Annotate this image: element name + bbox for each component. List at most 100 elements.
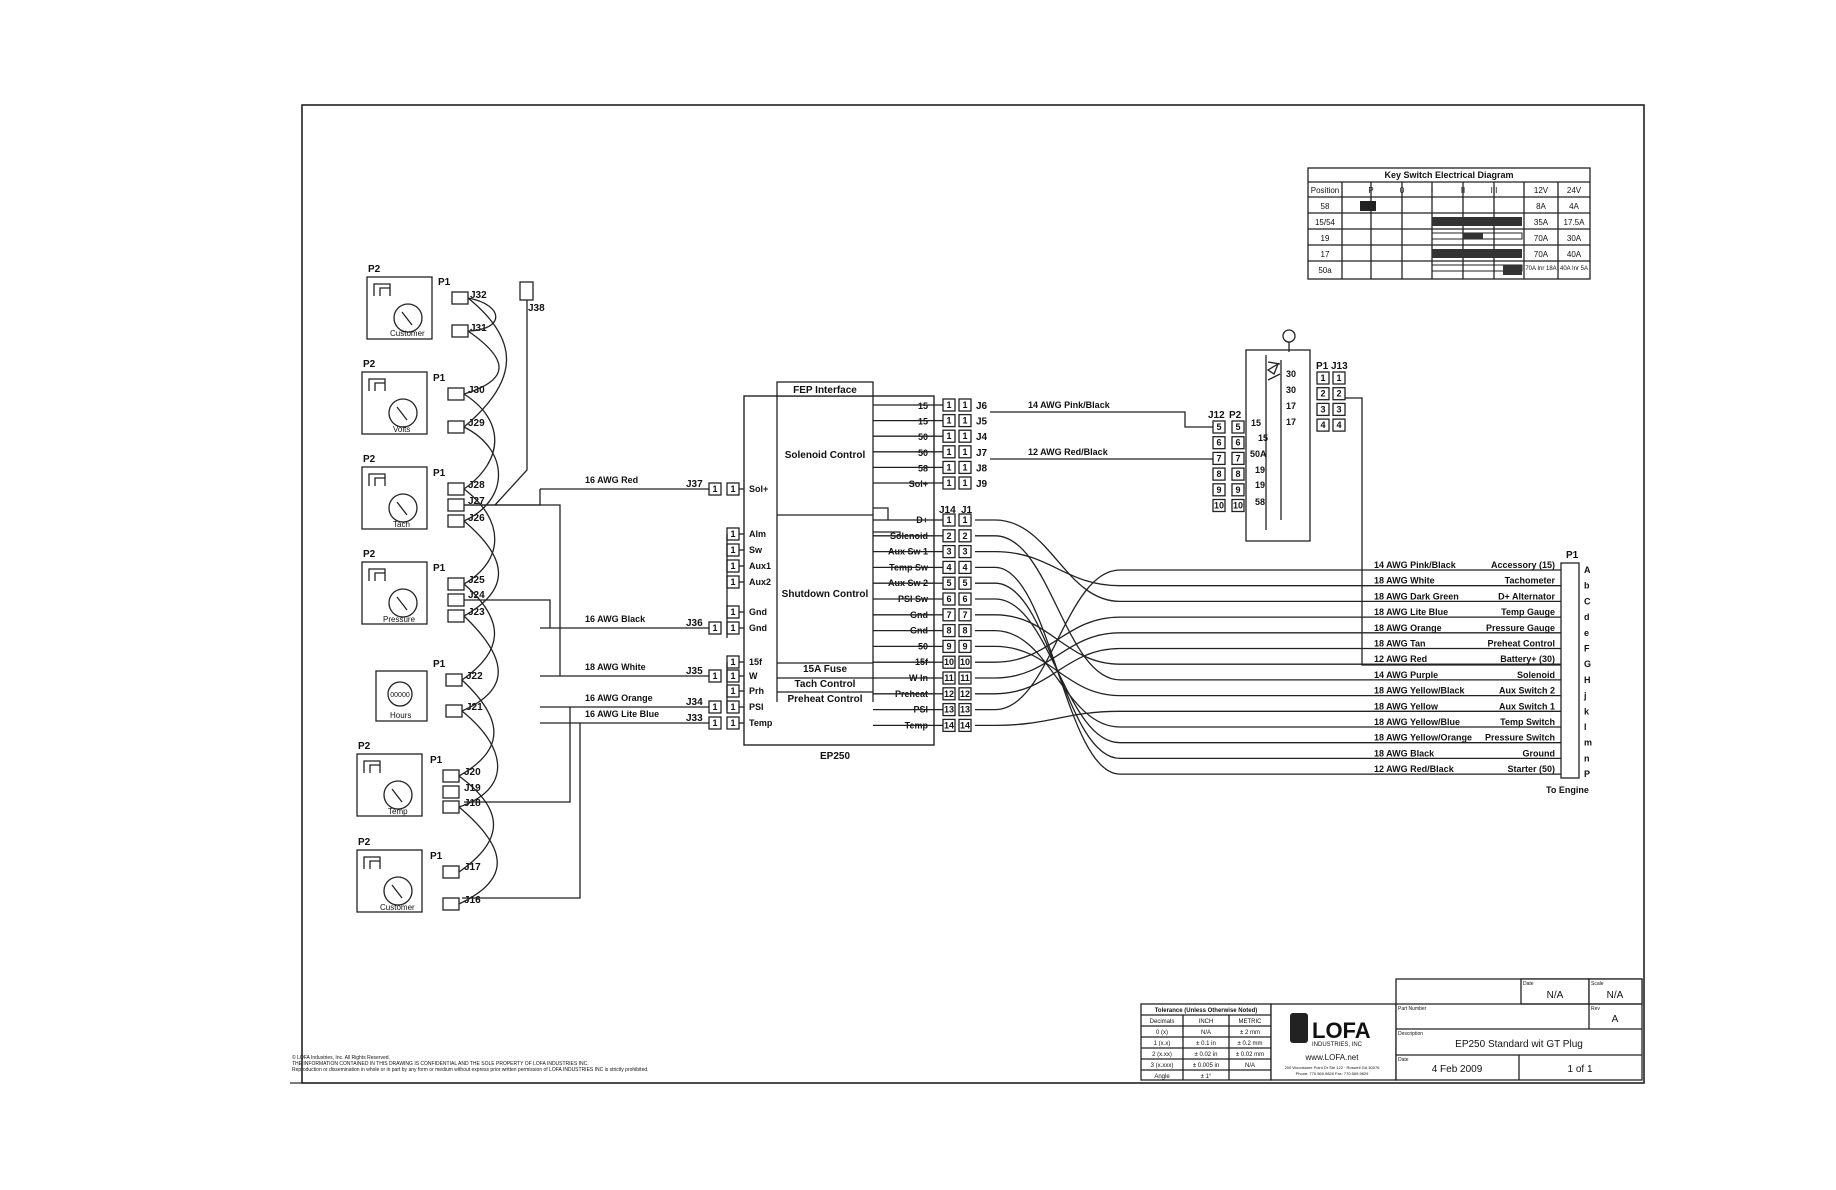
svg-text:J33: J33 [686, 713, 703, 724]
svg-text:11: 11 [944, 673, 954, 683]
svg-text:8: 8 [962, 626, 967, 636]
wire-label: 14 AWG Pink/Black [1374, 560, 1457, 570]
wire-label: 18 AWG Yellow/Orange [1374, 733, 1472, 743]
svg-text:1: 1 [712, 671, 717, 681]
svg-text:J16: J16 [464, 895, 481, 906]
svg-text:II: II [1461, 186, 1465, 195]
svg-text:Sw: Sw [749, 545, 763, 555]
svg-text:J9: J9 [976, 479, 988, 490]
svg-text:J1: J1 [961, 505, 973, 516]
svg-text:10: 10 [1233, 501, 1243, 511]
svg-text:10: 10 [944, 657, 954, 667]
svg-text:15/54: 15/54 [1315, 218, 1336, 227]
gauge-dial-icon [388, 588, 418, 618]
svg-text:200 Woodstone Point Dr Ste 122: 200 Woodstone Point Dr Ste 122 · Roswell… [1285, 1065, 1381, 1070]
svg-text:P2: P2 [363, 359, 376, 370]
svg-text:Date: Date [1398, 1057, 1409, 1063]
gauge-customer-top: P2 Customer P1 J32 J31 [366, 264, 487, 340]
gauge-temp: P2 Temp P1 J20 J19 J18 [356, 741, 481, 817]
svg-text:2: 2 [962, 531, 967, 541]
svg-text:III: III [1491, 186, 1498, 195]
svg-text:INDUSTRIES, INC: INDUSTRIES, INC [1312, 1042, 1363, 1048]
svg-text:Gnd: Gnd [749, 607, 767, 617]
svg-text:PSI: PSI [749, 702, 764, 712]
svg-text:b: b [1584, 581, 1590, 591]
gauge-dial-icon [383, 876, 413, 906]
svg-text:J13: J13 [1331, 361, 1348, 372]
svg-text:70A Inr 18A: 70A Inr 18A [1525, 266, 1556, 272]
svg-text:J32: J32 [470, 290, 487, 301]
svg-text:P1: P1 [1566, 550, 1579, 561]
svg-text:17.5A: 17.5A [1564, 218, 1586, 227]
svg-text:Starter (50): Starter (50) [1507, 764, 1555, 774]
svg-text:1: 1 [730, 545, 735, 555]
svg-text:Tach: Tach [393, 520, 410, 529]
svg-text:P1: P1 [433, 468, 446, 479]
svg-text:J29: J29 [468, 418, 485, 429]
svg-text:6: 6 [962, 594, 967, 604]
svg-text:4: 4 [946, 562, 951, 572]
svg-text:n: n [1584, 753, 1590, 763]
svg-text:10: 10 [1214, 501, 1224, 511]
svg-text:± 1°: ± 1° [1201, 1074, 1212, 1080]
svg-text:1: 1 [712, 623, 717, 633]
svg-text:Temp Switch: Temp Switch [1500, 717, 1555, 727]
wire-label: 12 AWG Red [1374, 654, 1427, 664]
svg-text:6: 6 [1216, 438, 1221, 448]
svg-text:Preheat Control: Preheat Control [1487, 639, 1555, 649]
svg-text:Aux Switch 2: Aux Switch 2 [1499, 686, 1555, 696]
svg-text:P1: P1 [433, 563, 446, 574]
svg-text:Tolerance (Unless Otherwise No: Tolerance (Unless Otherwise Noted) [1155, 1008, 1258, 1014]
svg-text:1: 1 [712, 484, 717, 494]
svg-text:1: 1 [946, 462, 951, 472]
wire-label: 18 AWG Yellow/Blue [1374, 717, 1460, 727]
svg-text:J19: J19 [464, 783, 481, 794]
lofa-logo-icon [1290, 1013, 1308, 1043]
svg-text:Aux Switch 1: Aux Switch 1 [1499, 701, 1555, 711]
svg-text:± 2 mm: ± 2 mm [1240, 1030, 1260, 1036]
svg-text:2: 2 [946, 531, 951, 541]
svg-text:6: 6 [946, 594, 951, 604]
svg-text:1: 1 [1320, 373, 1325, 383]
svg-text:17: 17 [1321, 250, 1330, 259]
svg-text:Temp Gauge: Temp Gauge [1501, 607, 1555, 617]
svg-text:Temp: Temp [388, 807, 408, 816]
fuse-label: 15A Fuse [803, 664, 848, 675]
svg-text:Prh: Prh [749, 686, 764, 696]
svg-text:4: 4 [1336, 420, 1341, 430]
svg-text:± 0.2 mm: ± 0.2 mm [1238, 1041, 1263, 1047]
svg-text:5: 5 [946, 578, 951, 588]
svg-text:F: F [1584, 644, 1590, 654]
svg-text:4: 4 [962, 562, 967, 572]
svg-text:8: 8 [946, 626, 951, 636]
gauge-dial-icon [388, 493, 418, 523]
svg-text:1: 1 [946, 400, 951, 410]
svg-text:J4: J4 [976, 432, 988, 443]
svg-text:1: 1 [962, 416, 967, 426]
svg-text:5: 5 [962, 578, 967, 588]
svg-text:J38: J38 [528, 303, 545, 314]
svg-text:58: 58 [1255, 497, 1265, 507]
drawing-border [301, 104, 1645, 1084]
scale-value: N/A [1607, 990, 1624, 1001]
